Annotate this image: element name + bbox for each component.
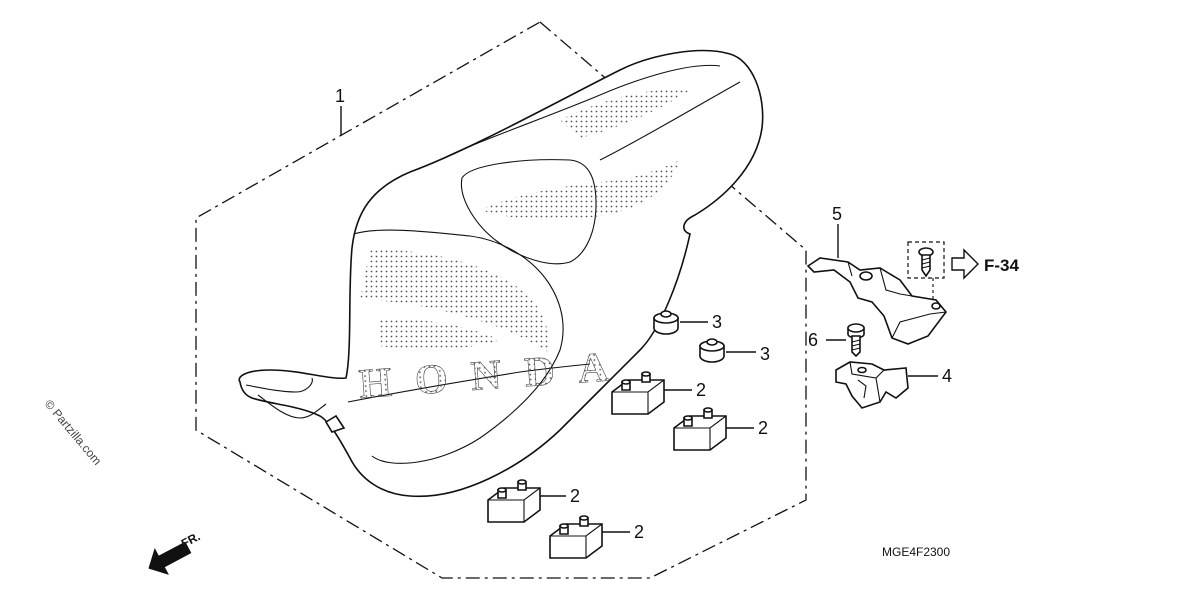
callout-rubber-2a: 2: [696, 380, 706, 400]
flange-bolt[interactable]: [847, 323, 865, 358]
reference-label: F-34: [984, 256, 1020, 275]
seat-rubber-2a[interactable]: [611, 371, 665, 415]
seat[interactable]: HONDA: [238, 49, 764, 498]
reference-screw-box: [907, 241, 945, 279]
seat-rubber-2b[interactable]: [673, 407, 727, 451]
callout-bracket: 5: [832, 204, 842, 224]
front-direction-arrow-icon: [148, 541, 192, 575]
callout-catch: 4: [942, 366, 952, 386]
callout-rubber-2c: 2: [570, 486, 580, 506]
seat-rubber-2c[interactable]: [487, 479, 541, 523]
callout-bolt: 6: [808, 330, 818, 350]
seat-rubber-2d[interactable]: [549, 515, 603, 559]
tapping-screw: [918, 247, 934, 278]
callout-cushion-3b: 3: [760, 344, 770, 364]
callout-cushion-3a: 3: [712, 312, 722, 332]
callout-rubber-2b: 2: [758, 418, 768, 438]
diagram-code: MGE4F2300: [882, 545, 950, 559]
seat-catch-bracket[interactable]: [806, 257, 948, 345]
callout-rubber-2d: 2: [634, 522, 644, 542]
seat-cushion-3b[interactable]: [699, 338, 725, 363]
seat-cushion-3a[interactable]: [653, 310, 679, 335]
callout-seat: 1: [335, 86, 345, 106]
seat-catch[interactable]: [835, 361, 909, 409]
watermark-text: © Partzilla.com: [42, 397, 105, 468]
reference-arrow-icon: [951, 248, 979, 280]
